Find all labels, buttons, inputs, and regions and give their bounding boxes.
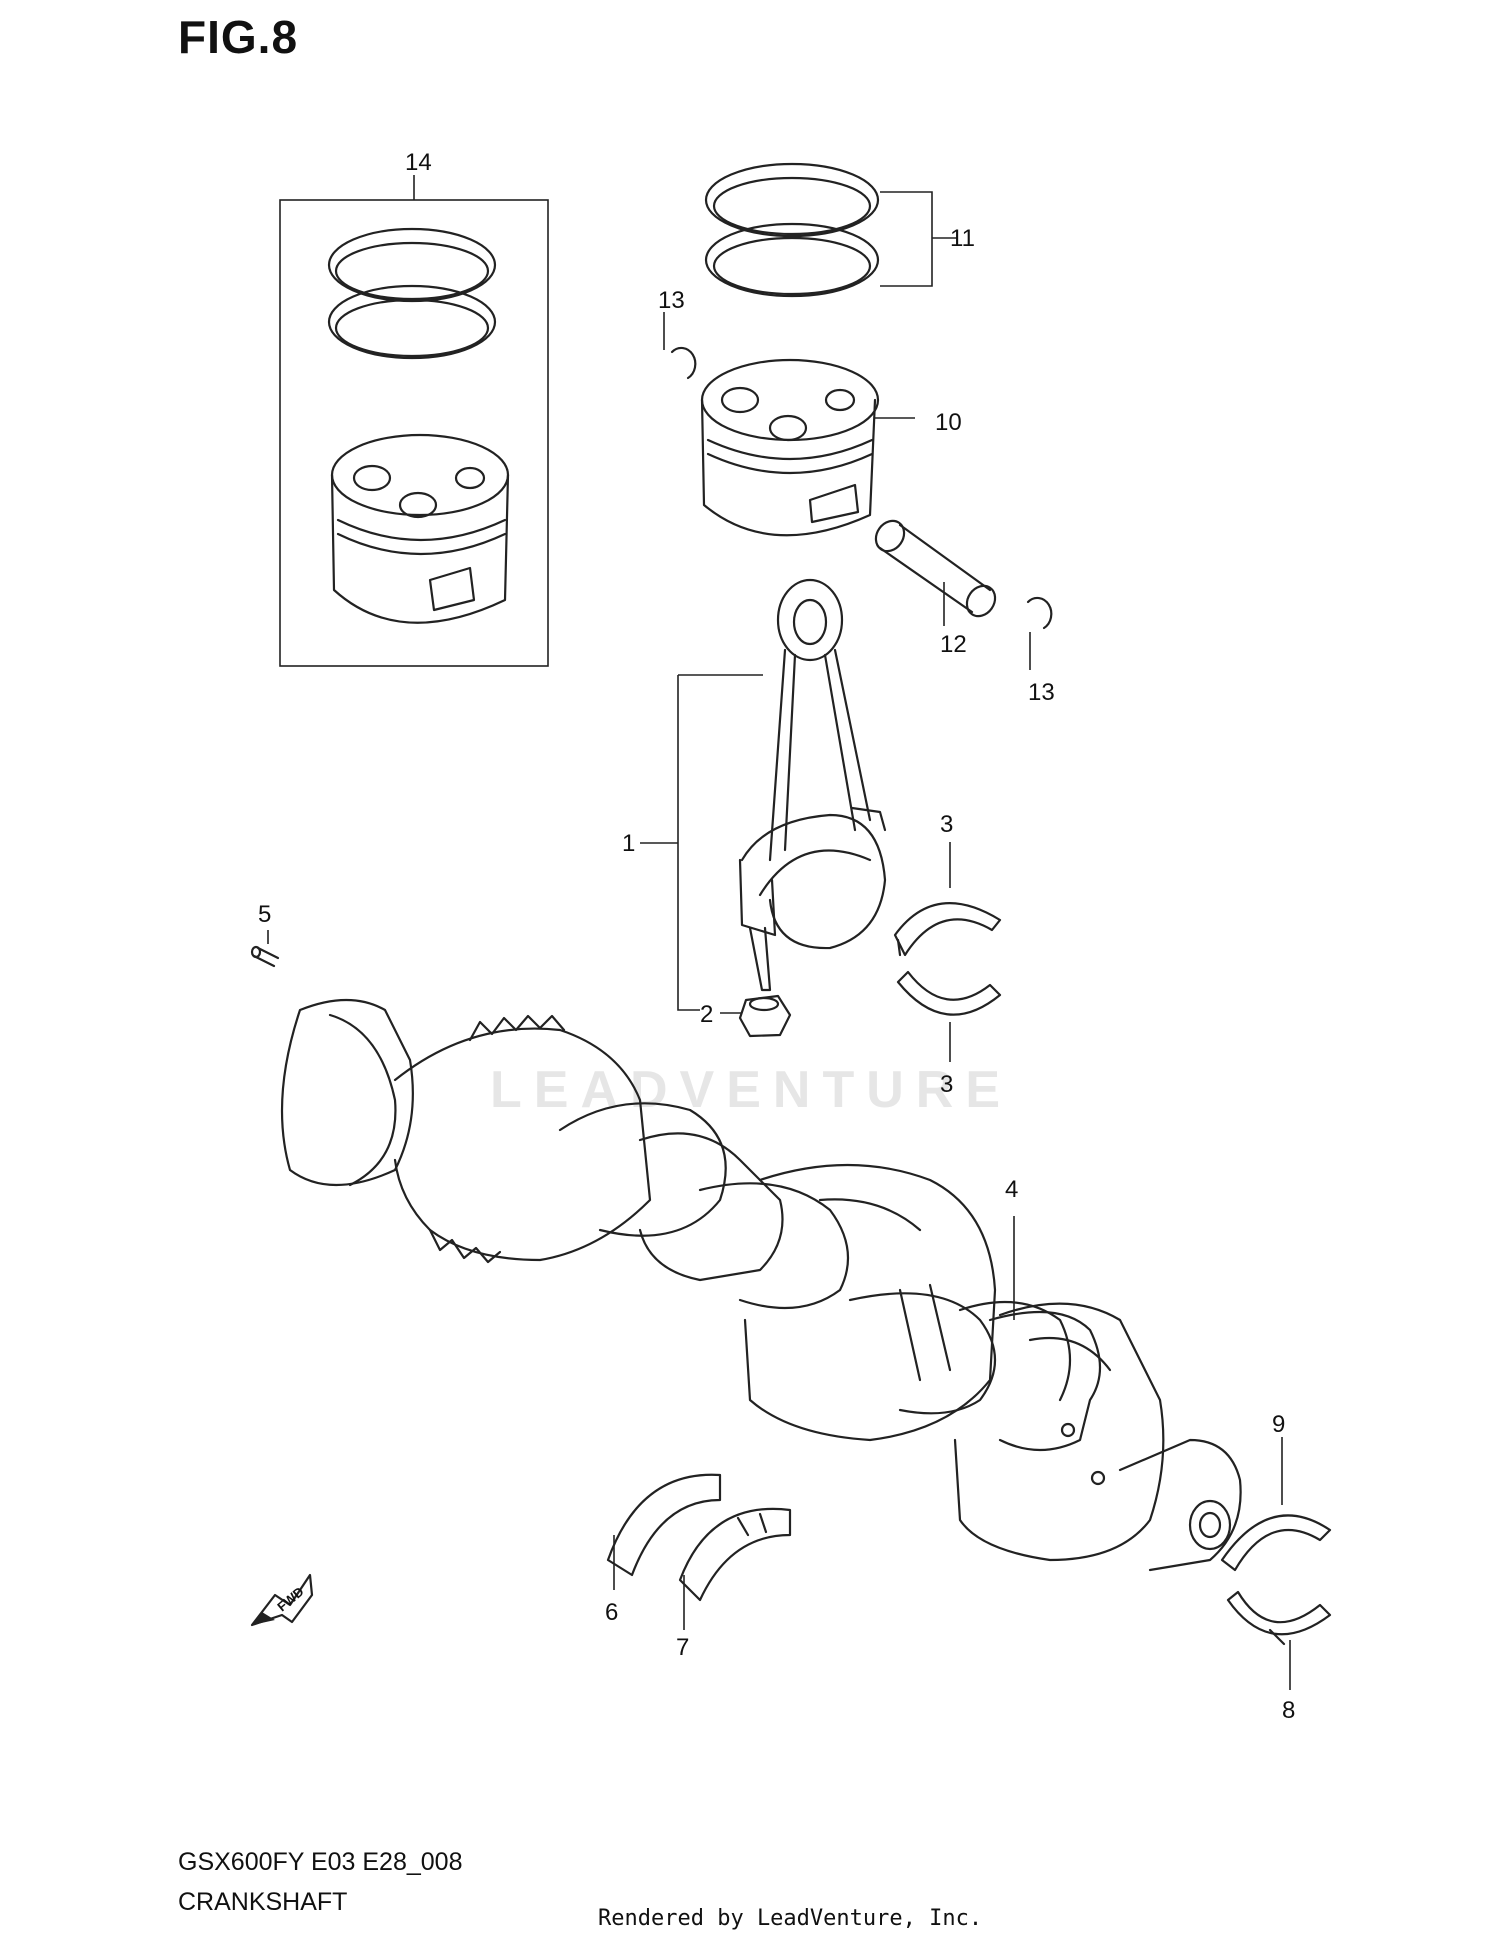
piston-pin[interactable] bbox=[870, 515, 1001, 626]
piston-rings-group[interactable] bbox=[704, 162, 958, 298]
callout-12: 12 bbox=[940, 631, 967, 658]
piston-group[interactable] bbox=[700, 358, 915, 537]
crank-bearing-8[interactable] bbox=[1226, 1590, 1332, 1646]
callout-14: 14 bbox=[405, 149, 432, 176]
callout-7: 7 bbox=[676, 1634, 689, 1661]
kit-ring-bottom bbox=[327, 284, 497, 360]
figure-title: FIG.8 bbox=[178, 11, 299, 63]
thrust-bearing-7[interactable] bbox=[678, 1507, 792, 1602]
callout-8: 8 bbox=[1282, 1697, 1295, 1724]
piston-kit-box bbox=[279, 199, 549, 667]
connecting-rod[interactable] bbox=[738, 578, 887, 992]
ring-bottom bbox=[704, 222, 880, 298]
dowel-pin[interactable] bbox=[250, 945, 280, 968]
callout-11: 11 bbox=[950, 225, 975, 252]
thrust-bearing-6[interactable] bbox=[606, 1473, 722, 1577]
callout-3-upper: 3 bbox=[940, 811, 953, 838]
watermark: LEADVENTURE bbox=[490, 1061, 1013, 1119]
callout-4: 4 bbox=[1005, 1176, 1018, 1203]
conrod-bearing-upper[interactable] bbox=[893, 902, 1002, 957]
crankshaft[interactable] bbox=[280, 998, 1242, 1572]
circlip-upper[interactable] bbox=[670, 346, 697, 380]
model-code: GSX600FY E03 E28_008 bbox=[178, 1848, 463, 1876]
ring-top bbox=[704, 162, 880, 238]
piston-kit-group[interactable] bbox=[279, 175, 549, 667]
callout-10: 10 bbox=[935, 409, 962, 436]
rendered-by: Rendered by LeadVenture, Inc. bbox=[598, 1906, 983, 1931]
callout-13-lower: 13 bbox=[1028, 679, 1055, 706]
callout-1: 1 bbox=[622, 830, 635, 857]
section-name: CRANKSHAFT bbox=[178, 1888, 348, 1916]
callout-5: 5 bbox=[258, 901, 271, 928]
rod-nut[interactable] bbox=[738, 994, 792, 1038]
callout-9: 9 bbox=[1272, 1411, 1285, 1438]
fwd-arrow-icon bbox=[250, 1573, 314, 1627]
callout-13-upper: 13 bbox=[658, 287, 685, 314]
kit-piston bbox=[330, 433, 510, 624]
callout-2: 2 bbox=[700, 1001, 713, 1028]
callout-6: 6 bbox=[605, 1599, 618, 1626]
crank-bearing-9[interactable] bbox=[1220, 1514, 1332, 1572]
callout-3-lower: 3 bbox=[940, 1071, 953, 1098]
circlip-lower[interactable] bbox=[1026, 596, 1053, 630]
conrod-bearing-lower[interactable] bbox=[896, 970, 1002, 1016]
